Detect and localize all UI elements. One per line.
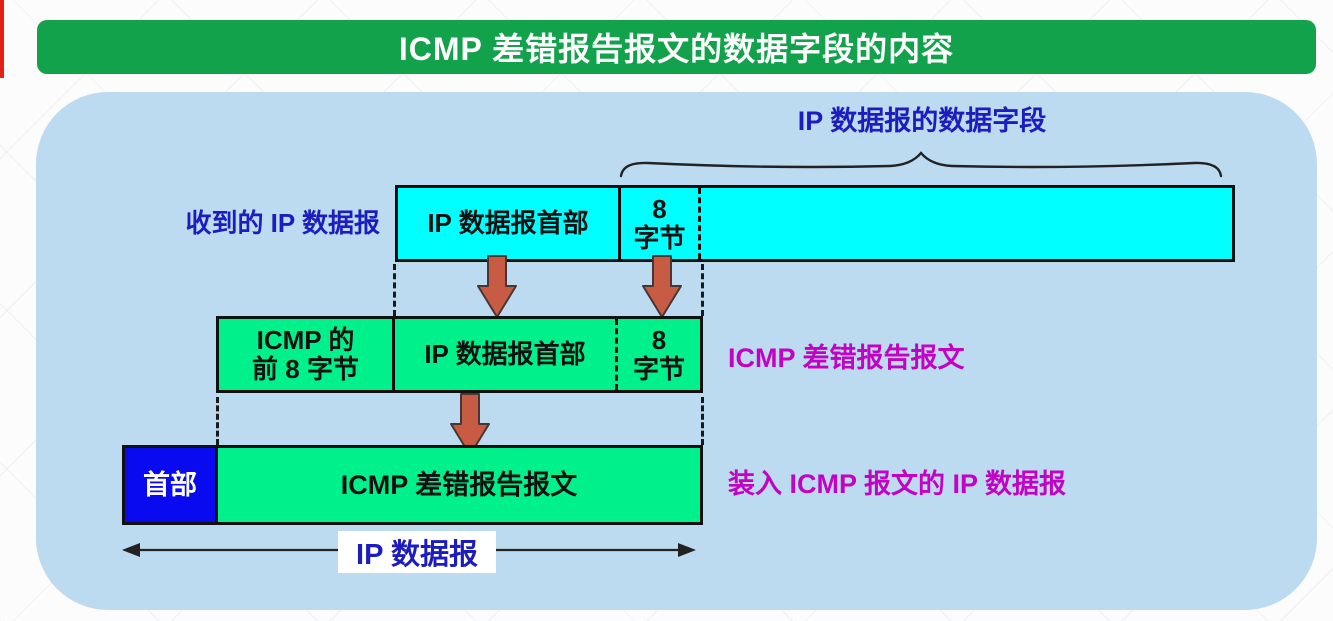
title-bar: ICMP 差错报告报文的数据字段的内容 xyxy=(37,20,1316,74)
icmp-body-text: ICMP 差错报告报文 xyxy=(340,469,578,500)
eight-byte-cell: 8 字节 xyxy=(621,188,701,259)
eight-byte-copy-line1: 8 xyxy=(651,324,667,355)
ip-header-cell: IP 数据报首部 xyxy=(398,188,621,259)
overbrace-icon xyxy=(619,151,1223,178)
ip-header-copy-cell: IP 数据报首部 xyxy=(395,319,618,390)
left-edge-strip xyxy=(0,0,4,78)
icmp-message-bar: ICMP 的 前 8 字节 IP 数据报首部 8 字节 xyxy=(216,316,703,393)
header-cell: 首部 xyxy=(125,448,218,522)
projection-line-right-lower xyxy=(701,397,704,445)
down-arrow-icon xyxy=(642,255,682,318)
ip-datagram-caption: IP 数据报 xyxy=(338,531,496,573)
received-datagram-label: 收到的 IP 数据报 xyxy=(185,208,380,238)
data-rest-cell xyxy=(701,188,1232,259)
projection-line-left xyxy=(393,264,396,316)
packed-datagram-bar: 首部 ICMP 差错报告报文 xyxy=(122,445,703,525)
down-arrow-icon xyxy=(450,393,490,456)
down-arrow-icon xyxy=(477,255,517,318)
eight-byte-line2: 字节 xyxy=(633,222,686,253)
packed-datagram-label: 装入 ICMP 报文的 IP 数据报 xyxy=(728,469,1067,499)
projection-line-left-lower xyxy=(216,397,219,445)
projection-line-right xyxy=(701,264,704,316)
icmp-front8-line1: ICMP 的 xyxy=(256,324,355,355)
ip-header-cell-text: IP 数据报首部 xyxy=(427,208,589,238)
header-cell-text: 首部 xyxy=(143,469,197,500)
eight-byte-line1: 8 xyxy=(652,193,667,224)
ip-header-copy-text: IP 数据报首部 xyxy=(424,339,586,369)
eight-byte-copy-line2: 字节 xyxy=(632,353,685,384)
icmp-message-label: ICMP 差错报告报文 xyxy=(728,343,965,373)
eight-byte-copy-cell: 8 字节 xyxy=(618,319,700,390)
page-title: ICMP 差错报告报文的数据字段的内容 xyxy=(398,31,955,67)
data-field-brace-label: IP 数据报的数据字段 xyxy=(797,106,1047,136)
ip-datagram-caption-text: IP 数据报 xyxy=(356,539,478,571)
received-datagram-bar: IP 数据报首部 8 字节 xyxy=(395,185,1235,262)
icmp-front8-line2: 前 8 字节 xyxy=(252,353,359,384)
icmp-front8-cell: ICMP 的 前 8 字节 xyxy=(219,319,395,390)
icmp-body-cell: ICMP 差错报告报文 xyxy=(218,448,700,522)
